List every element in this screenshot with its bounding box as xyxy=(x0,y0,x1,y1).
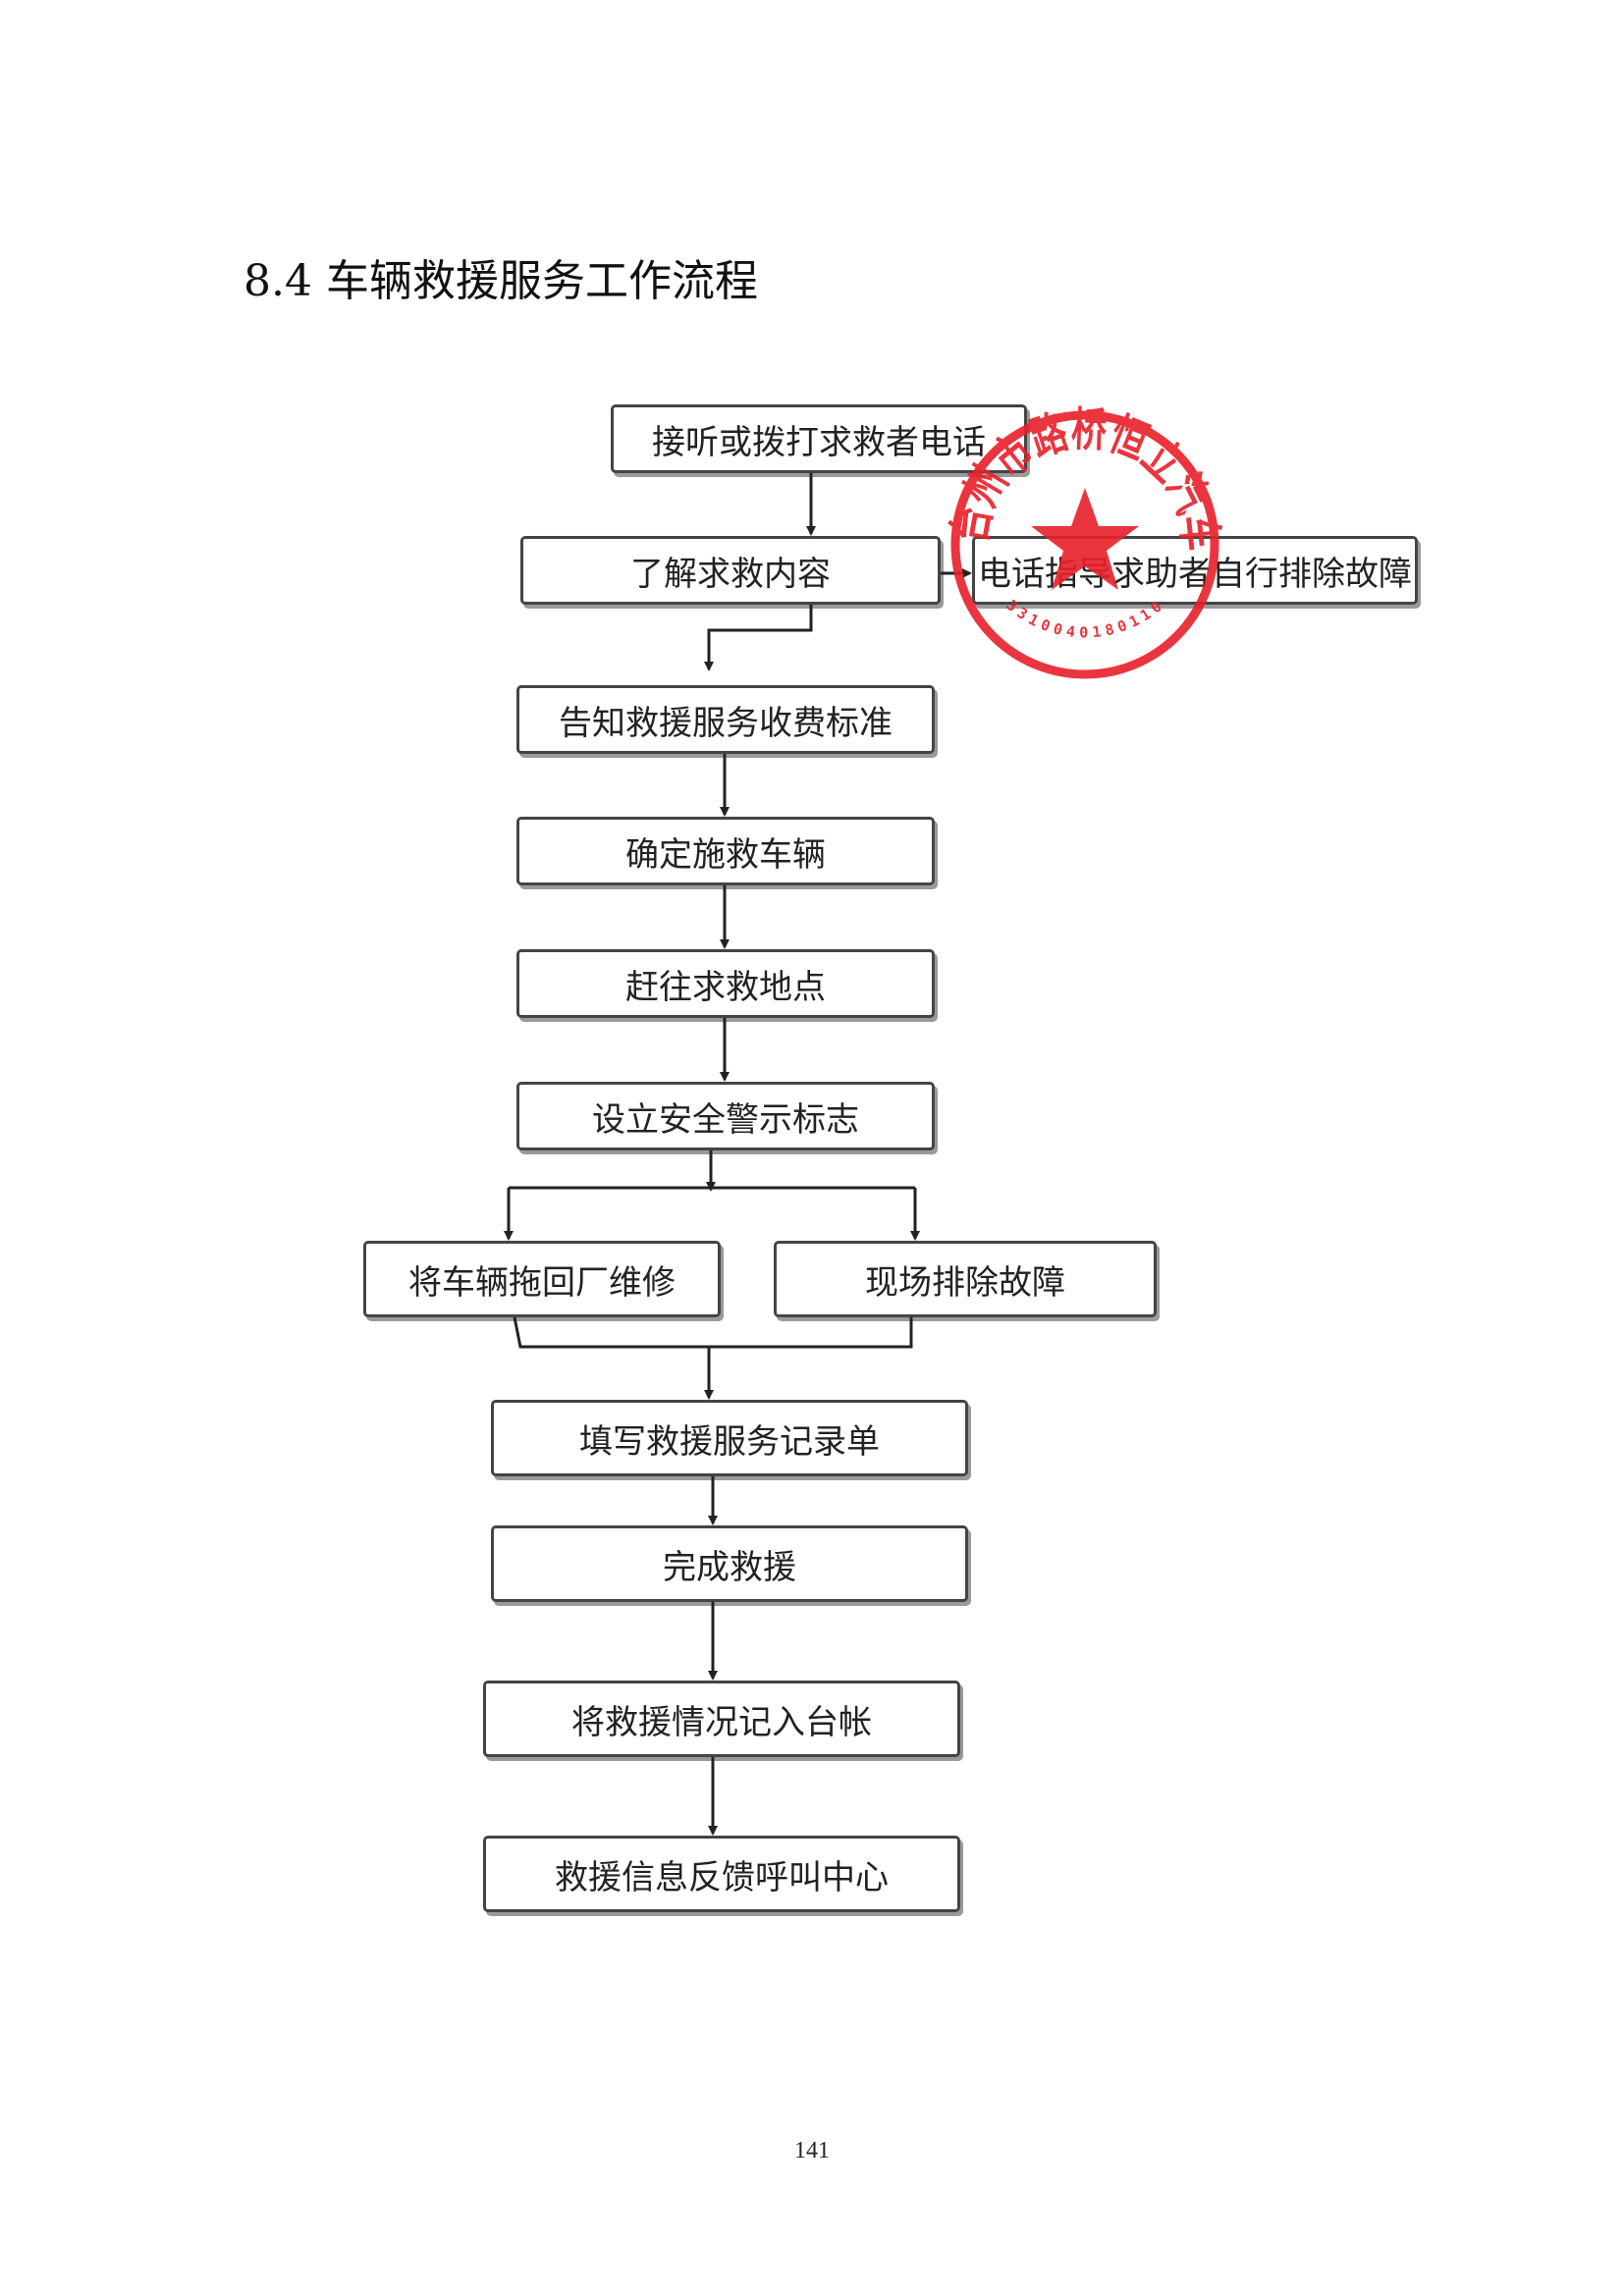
merge-line xyxy=(513,1316,913,1349)
flow-step-label: 告知救援服务收费标准 xyxy=(559,703,893,743)
flow-step-assign-vehicle: 确定施救车辆 xyxy=(516,817,935,885)
flow-step-label: 救援信息反馈呼叫中心 xyxy=(555,1857,889,1897)
flow-step-log-ledger: 将救援情况记入台帐 xyxy=(483,1681,960,1757)
flow-step-label: 赶往求救地点 xyxy=(625,967,826,1007)
flow-step-understand-request: 了解求救内容 xyxy=(520,536,941,605)
flow-step-complete-rescue: 完成救援 xyxy=(491,1525,968,1602)
page-number: 141 xyxy=(794,2138,830,2163)
flow-step-label: 将车辆拖回厂维修 xyxy=(408,1262,676,1303)
flow-step-label: 接听或拨打求救者电话 xyxy=(652,422,986,462)
flow-step-label: 现场排除故障 xyxy=(865,1262,1065,1303)
arrow-understand-to-notify xyxy=(704,605,813,671)
flow-step-label: 完成救援 xyxy=(663,1547,796,1587)
flow-step-feedback-call-center: 救援信息反馈呼叫中心 xyxy=(483,1836,960,1912)
flow-step-label: 设立安全警示标志 xyxy=(592,1099,859,1140)
flow-step-notify-fees: 告知救援服务收费标准 xyxy=(516,685,935,754)
flow-step-label: 电话指导求助者自行排除故障 xyxy=(978,554,1412,594)
flow-step-label: 将救援情况记入台帐 xyxy=(571,1702,872,1742)
flow-step-receive-call: 接听或拨打求救者电话 xyxy=(611,404,1027,473)
page-title: 8.4 车辆救援服务工作流程 xyxy=(244,256,758,306)
flow-step-phone-guidance: 电话指导求助者自行排除故障 xyxy=(972,536,1418,605)
flow-step-label: 确定施救车辆 xyxy=(625,834,826,875)
flow-step-go-to-site: 赶往求救地点 xyxy=(516,949,935,1018)
flow-step-fill-record: 填写救援服务记录单 xyxy=(491,1400,968,1476)
flow-step-set-warning-signs: 设立安全警示标志 xyxy=(516,1082,935,1150)
flow-step-fix-on-site: 现场排除故障 xyxy=(774,1241,1157,1317)
flow-step-label: 了解求救内容 xyxy=(630,554,831,594)
flow-step-tow-to-shop: 将车辆拖回厂维修 xyxy=(363,1241,721,1317)
flow-step-label: 填写救援服务记录单 xyxy=(579,1421,880,1462)
